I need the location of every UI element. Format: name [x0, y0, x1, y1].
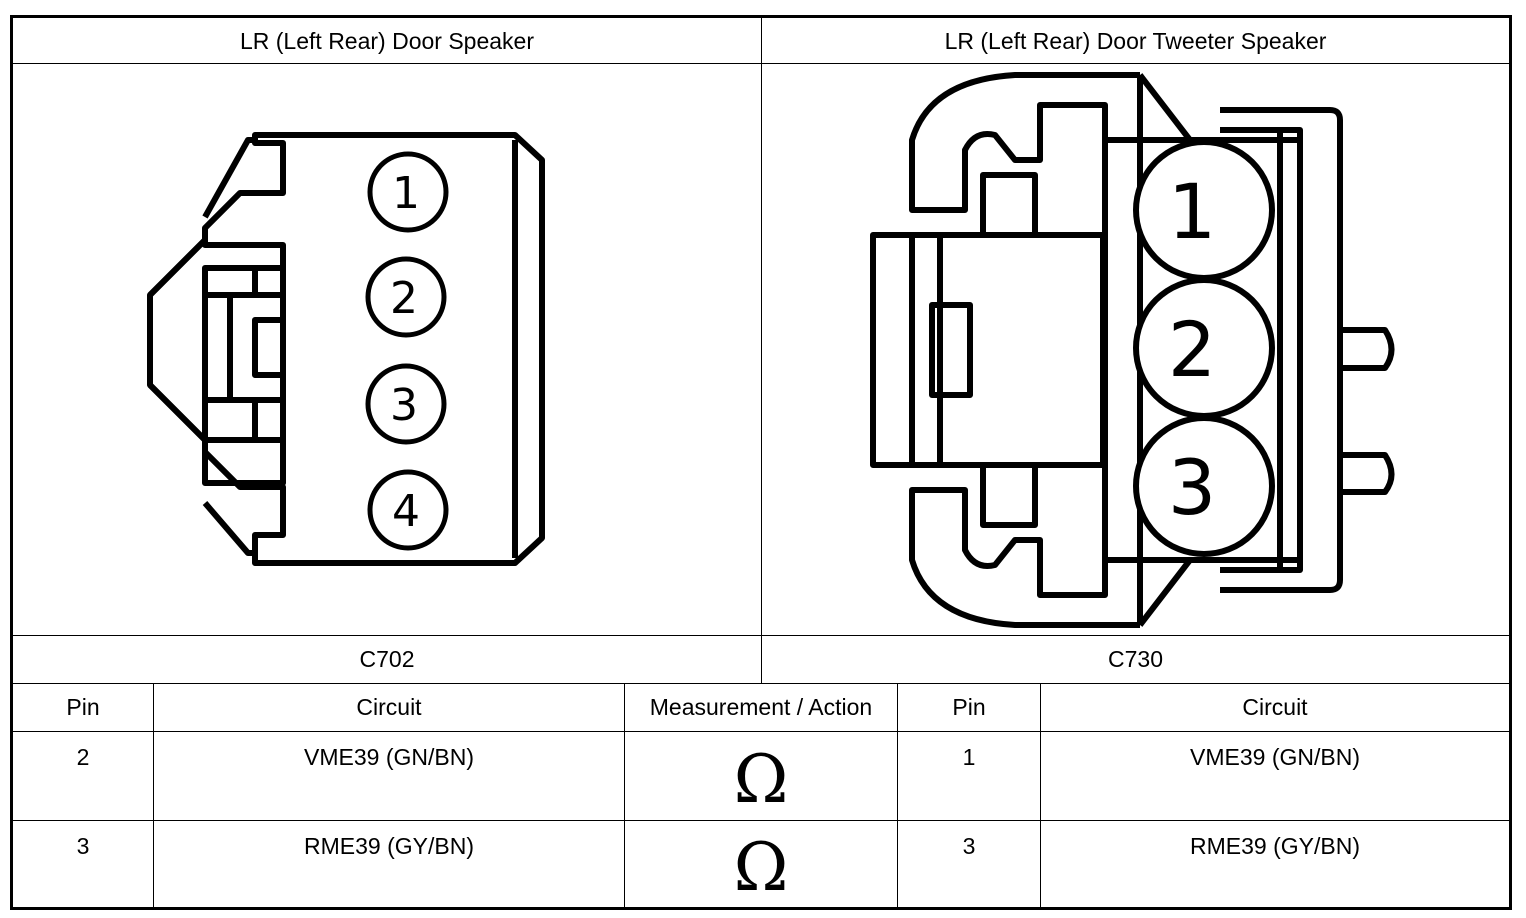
ohm-icon: Ω	[625, 821, 897, 907]
table-row-pin: 3	[76, 833, 90, 859]
c730-pin-label: 1	[1168, 167, 1216, 256]
ohm-icon: Ω	[625, 732, 897, 820]
table-row-pin: 2	[76, 744, 90, 770]
left-connector-id: C702	[359, 646, 415, 672]
table-row-circuit: VME39 (GN/BN)	[1190, 744, 1360, 770]
column-header-circuit: Circuit	[1242, 694, 1308, 720]
divider	[624, 684, 625, 907]
table-row-circuit: RME39 (GY/BN)	[1190, 833, 1360, 859]
divider	[897, 684, 898, 907]
c702-pin-label: 1	[392, 168, 420, 219]
column-header-measurement: Measurement / Action	[649, 694, 873, 720]
divider	[13, 731, 1509, 732]
c702-pin-label: 2	[390, 273, 418, 324]
column-header-pin: Pin	[952, 694, 986, 720]
divider	[761, 18, 762, 684]
divider	[1040, 684, 1041, 907]
divider	[13, 820, 1509, 821]
c702-pin-label: 4	[392, 486, 420, 537]
c702-pin-label: 3	[390, 380, 418, 431]
measurement-action-symbol: Ω	[733, 829, 789, 906]
divider	[153, 684, 154, 907]
column-header-circuit: Circuit	[356, 694, 422, 720]
c730-connector-face-icon: 1 2 3	[870, 72, 1395, 628]
left-connector-title: LR (Left Rear) Door Speaker	[239, 27, 534, 54]
measurement-action-symbol: Ω	[733, 741, 789, 818]
table-row-circuit: VME39 (GN/BN)	[304, 744, 474, 770]
column-header-pin: Pin	[66, 694, 100, 720]
right-connector-title: LR (Left Rear) Door Tweeter Speaker	[944, 27, 1327, 54]
pinout-table-frame	[10, 15, 1512, 910]
c730-pin-label: 3	[1168, 443, 1216, 532]
table-row-pin: 3	[962, 833, 976, 859]
table-row-circuit: RME39 (GY/BN)	[304, 833, 474, 859]
c702-connector-face-icon: 1 2 3 4	[147, 132, 545, 566]
table-row-pin: 1	[962, 744, 976, 770]
c730-pin-label: 2	[1168, 305, 1216, 394]
right-connector-id: C730	[1108, 646, 1163, 672]
